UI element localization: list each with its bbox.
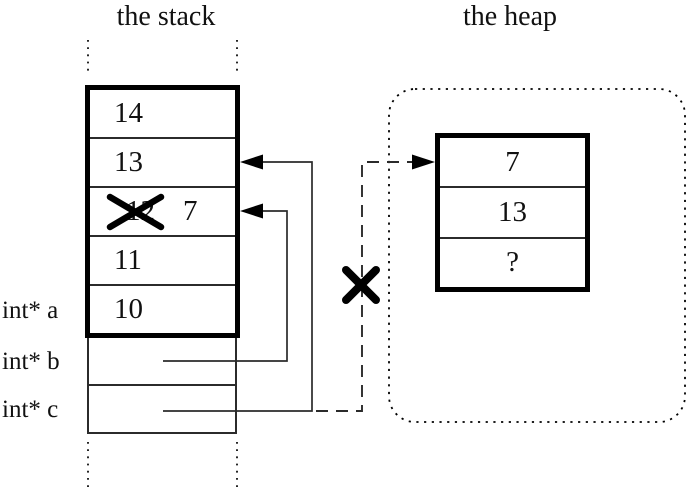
- arrowhead-right-icon: [412, 154, 435, 170]
- arrowhead-left-icon: [240, 203, 263, 219]
- dangling-pointer-x-icon: [342, 266, 380, 304]
- stack-cell-c: [89, 386, 235, 432]
- stack-cell-11: 11: [90, 235, 235, 284]
- heap-cell-13: 13: [440, 186, 585, 236]
- stack-cell-b: [89, 338, 235, 386]
- heap-cell-unknown: ?: [440, 236, 585, 287]
- stack-cell-old-value: 12: [126, 195, 155, 227]
- heap-object-box: 7 13 ?: [435, 133, 590, 292]
- stack-frame-box: 14 13 12 7 11 10: [85, 85, 240, 338]
- stack-cell-12-overwritten: 12 7: [90, 186, 235, 235]
- stack-cell-new-value: 7: [183, 195, 198, 227]
- heap-title: the heap: [462, 1, 558, 32]
- label-int-b: int* b: [2, 348, 60, 375]
- stack-cell-value: 14: [114, 97, 143, 129]
- stack-cell-value: 13: [114, 146, 143, 178]
- heap-cell-7: 7: [440, 138, 585, 186]
- stack-cell-13: 13: [90, 137, 235, 186]
- stack-cell-value: 11: [114, 244, 142, 276]
- label-int-c: int* c: [2, 396, 59, 423]
- dangling-pointer-dashed-arrow: [316, 154, 435, 412]
- heap-cell-value: 7: [505, 145, 520, 178]
- arrowhead-left-icon: [240, 154, 263, 170]
- stack-title: the stack: [116, 1, 216, 32]
- heap-cell-value: ?: [506, 246, 519, 279]
- stack-cell-value: 10: [114, 293, 143, 325]
- pointer-variable-cells: [87, 338, 237, 434]
- label-int-a: int* a: [2, 297, 59, 324]
- heap-cell-value: 13: [498, 195, 527, 228]
- stack-cell-14: 14: [90, 90, 235, 137]
- stack-cell-10: 10: [90, 284, 235, 333]
